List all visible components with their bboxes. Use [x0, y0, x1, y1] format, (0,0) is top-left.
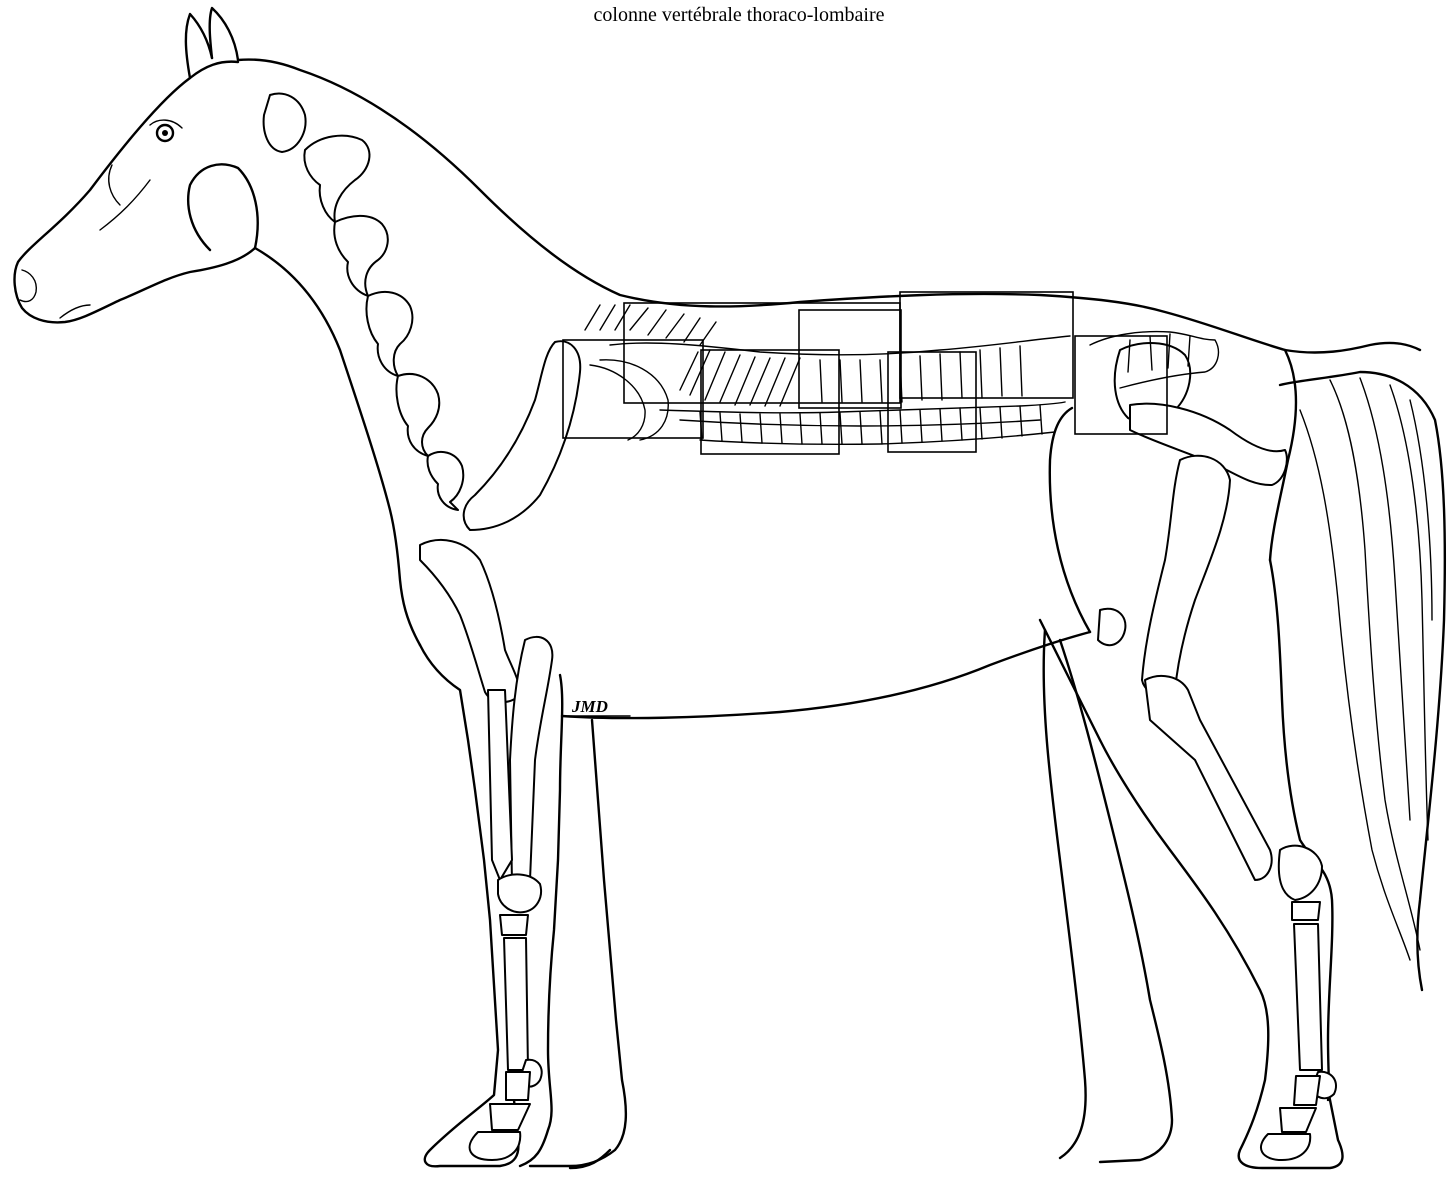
region-box-2 [799, 310, 901, 408]
region-rectangles [563, 292, 1167, 454]
artist-signature: JMD [571, 697, 608, 716]
region-box-4 [563, 340, 703, 438]
region-box-1 [624, 303, 900, 403]
horse-outline [15, 8, 1445, 1168]
hindlimb-bones [1098, 343, 1336, 1160]
cervical-spine [264, 94, 464, 510]
